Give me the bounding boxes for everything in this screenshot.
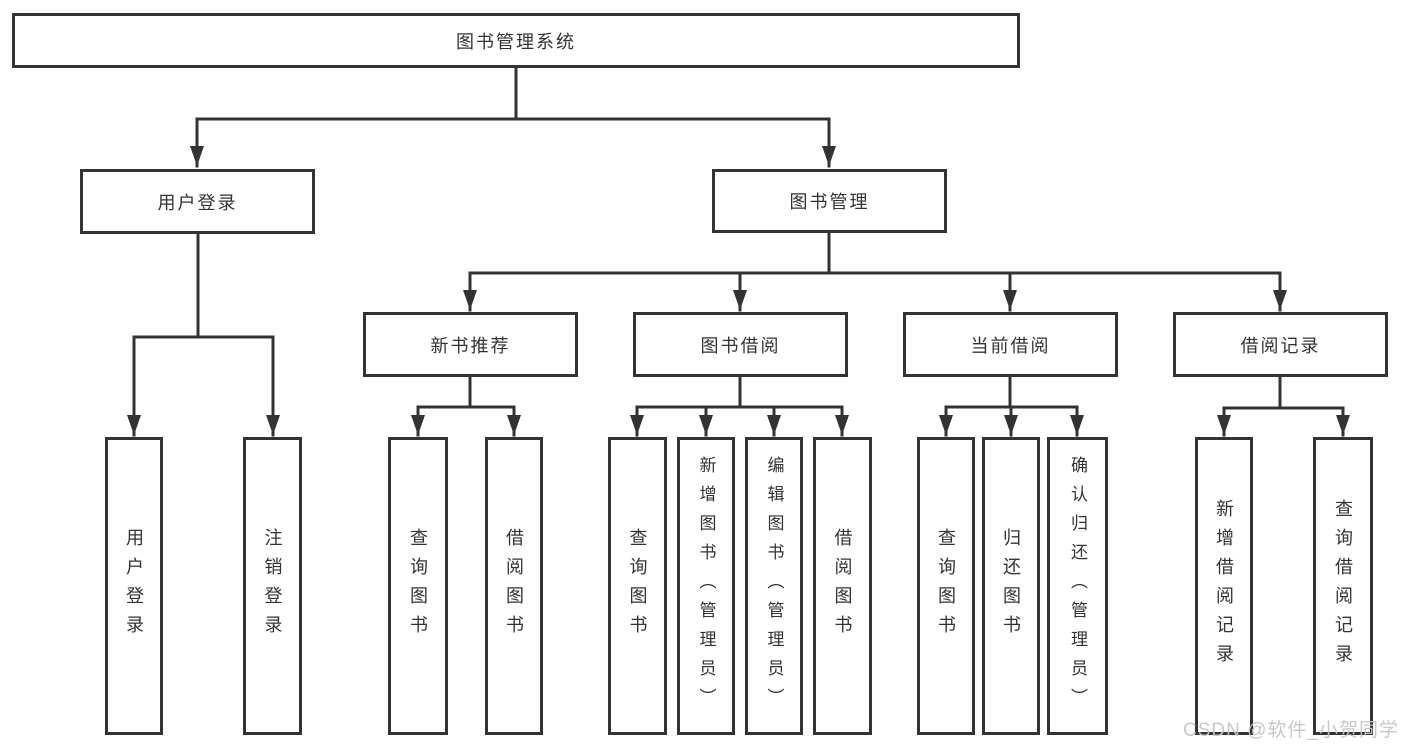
leaf-query-borrow-record: 查询借阅记录 <box>1313 437 1373 735</box>
leaf-borrowing-query-book-label: 查询图书 <box>627 528 648 644</box>
node-user-login: 用户登录 <box>80 169 315 234</box>
leaf-borrowing-borrow-book: 借阅图书 <box>813 437 872 735</box>
node-borrowing-records-label: 借阅记录 <box>1240 335 1321 356</box>
node-new-book-recommend-label: 新书推荐 <box>430 335 511 356</box>
leaf-confirm-return-admin: 确认归还（管理员） <box>1047 437 1108 735</box>
leaf-logout: 注销登录 <box>243 437 302 735</box>
leaf-return-book-label: 归还图书 <box>1001 528 1021 644</box>
leaf-edit-book-admin-label: 编辑图书（管理员） <box>764 455 784 717</box>
leaf-confirm-return-admin-label: 确认归还（管理员） <box>1068 455 1087 717</box>
leaf-add-book-admin: 新增图书（管理员） <box>677 437 735 735</box>
leaf-newbook-borrow-book: 借阅图书 <box>485 437 543 735</box>
leaf-add-book-admin-label: 新增图书（管理员） <box>696 455 716 717</box>
leaf-current-query-book-label: 查询图书 <box>936 528 956 644</box>
node-book-borrowing: 图书借阅 <box>633 312 848 377</box>
node-borrowing-records: 借阅记录 <box>1173 312 1388 377</box>
node-current-borrowing-label: 当前借阅 <box>970 335 1051 356</box>
leaf-return-book: 归还图书 <box>982 437 1040 735</box>
leaf-newbook-query-book-label: 查询图书 <box>408 528 428 644</box>
node-library-management-system: 图书管理系统 <box>12 13 1020 68</box>
node-current-borrowing: 当前借阅 <box>903 312 1118 377</box>
leaf-newbook-query-book: 查询图书 <box>388 437 448 735</box>
leaf-user-login-label: 用户登录 <box>124 528 144 644</box>
leaf-borrowing-borrow-book-label: 借阅图书 <box>832 528 853 644</box>
leaf-newbook-borrow-book-label: 借阅图书 <box>504 528 524 644</box>
node-library-management-system-label: 图书管理系统 <box>456 31 576 52</box>
leaf-add-borrow-record: 新增借阅记录 <box>1195 437 1253 735</box>
leaf-logout-label: 注销登录 <box>262 528 283 644</box>
leaf-add-borrow-record-label: 新增借阅记录 <box>1214 499 1234 673</box>
node-book-borrowing-label: 图书借阅 <box>700 335 781 356</box>
leaf-query-borrow-record-label: 查询借阅记录 <box>1333 499 1353 673</box>
leaf-borrowing-query-book: 查询图书 <box>608 437 667 735</box>
node-new-book-recommend: 新书推荐 <box>363 312 578 377</box>
node-book-management: 图书管理 <box>712 169 947 233</box>
leaf-user-login: 用户登录 <box>105 437 163 735</box>
leaf-current-query-book: 查询图书 <box>917 437 975 735</box>
leaf-edit-book-admin: 编辑图书（管理员） <box>745 437 803 735</box>
csdn-watermark: CSDN @软件_小贺同学 <box>1183 720 1399 741</box>
node-book-management-label: 图书管理 <box>789 192 870 212</box>
node-user-login-label: 用户登录 <box>157 192 238 213</box>
